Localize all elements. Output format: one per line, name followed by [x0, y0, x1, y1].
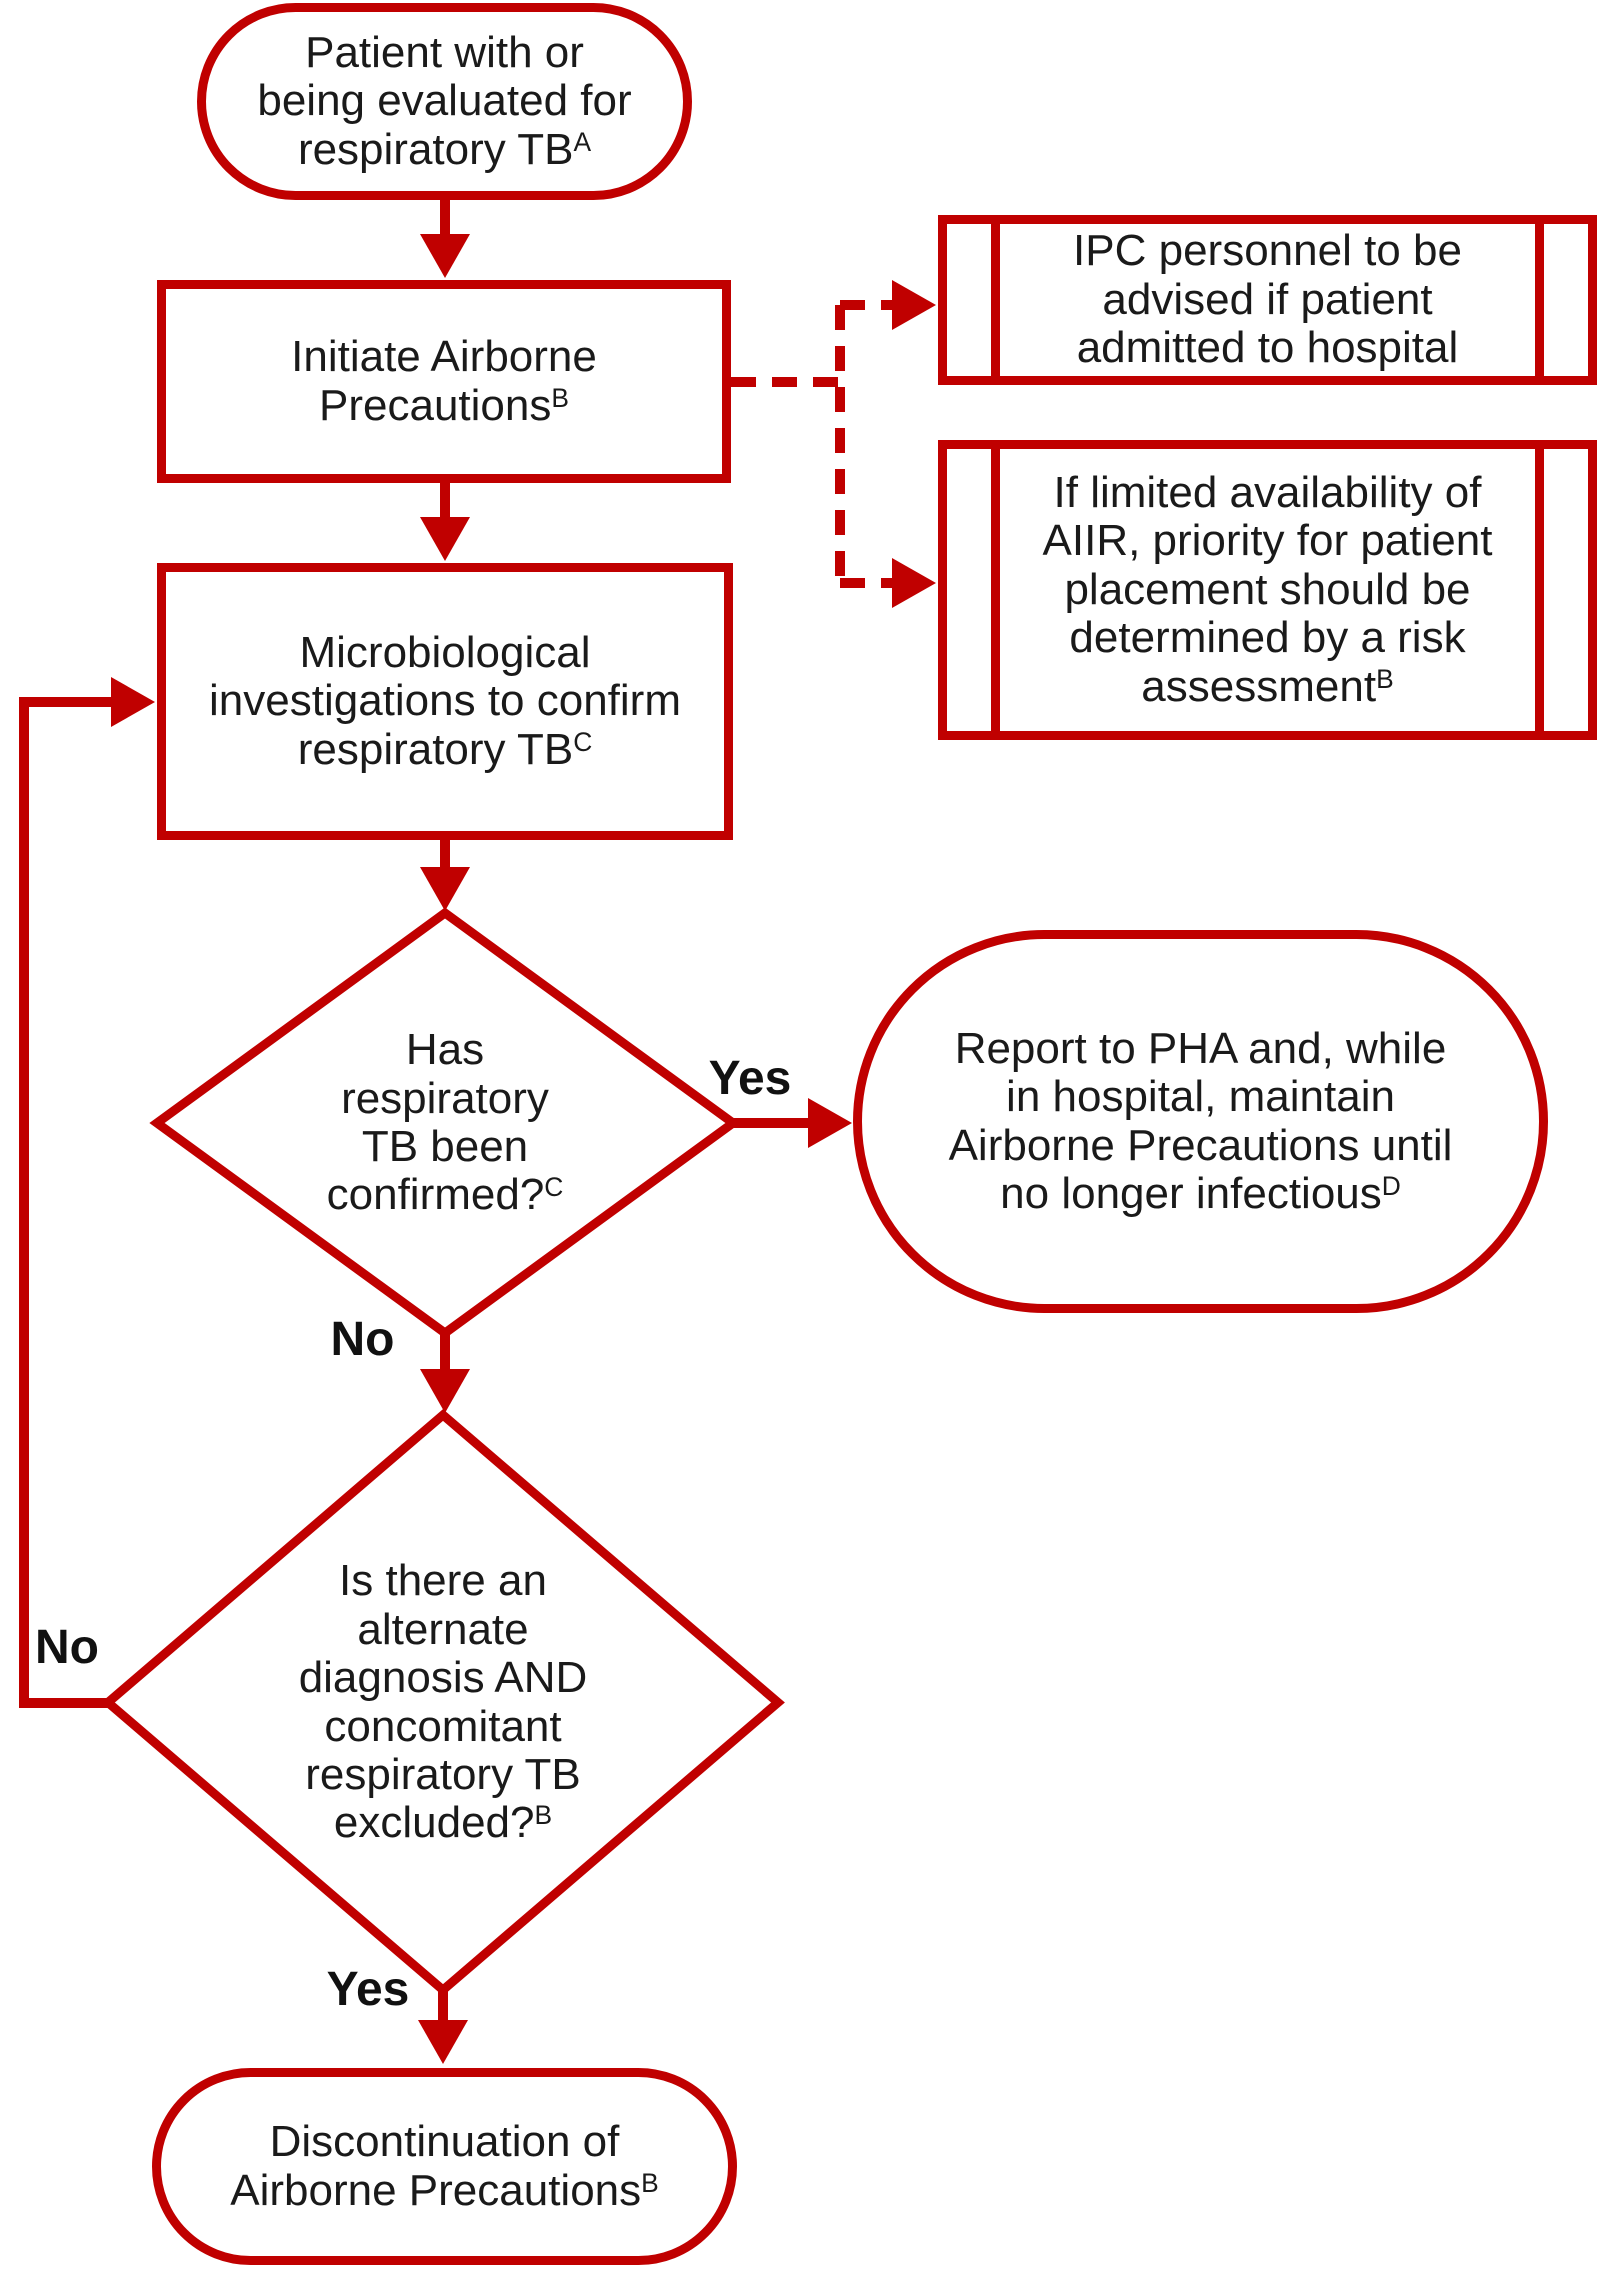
node-text: Patient with or being evaluated for resp… [257, 27, 632, 174]
arrowhead-down-icon [420, 517, 470, 561]
arrowhead-down-icon [420, 867, 470, 911]
node-text: Has respiratory TB been confirmed?C [326, 1025, 564, 1220]
node-initiate-precautions: Initiate Airborne PrecautionsB [157, 280, 731, 483]
node-text: Is there an alternate diagnosis AND conc… [298, 1556, 588, 1848]
node-decision-tb-confirmed: Has respiratory TB been confirmed?C [157, 913, 733, 1333]
edge-label-yes: Yes [708, 1052, 792, 1105]
arrowhead-down-icon [418, 2020, 468, 2064]
diamond-shape [108, 1415, 778, 1990]
node-discontinuation-end: Discontinuation of Airborne PrecautionsB [152, 2068, 737, 2265]
node-text: If limited availability of AIIR, priorit… [1042, 468, 1493, 711]
line-text: Airborne Precautions [230, 2165, 642, 2215]
arrowhead-right-icon [111, 677, 155, 727]
arrowhead-right-icon [892, 280, 936, 330]
edge-label-yes: Yes [326, 1963, 410, 2016]
arrowhead-down-icon [420, 1369, 470, 1413]
line-text: no longer infectious [1000, 1168, 1382, 1218]
node-patient-start: Patient with or being evaluated for resp… [197, 3, 692, 200]
line-text: excluded? [333, 1798, 535, 1848]
node-text: Discontinuation of Airborne PrecautionsB [230, 2117, 659, 2215]
line-text: Precautions [319, 380, 552, 430]
node-microbiological-investigations: Microbiological investigations to confir… [157, 563, 733, 840]
node-aiir-risk-assessment: If limited availability of AIIR, priorit… [938, 440, 1597, 740]
node-text: Report to PHA and, while in hospital, ma… [948, 1023, 1453, 1218]
edge-label-no: No [35, 1621, 99, 1674]
line-text: respiratory TB [297, 124, 574, 174]
edge-decision2-no-feedback [19, 697, 112, 1708]
node-text: Initiate Airborne PrecautionsB [291, 332, 597, 430]
line-text: assessment [1141, 661, 1377, 711]
footnote-ref: B [534, 1800, 553, 1831]
node-text: IPC personnel to be advised if patient a… [1073, 226, 1462, 373]
footnote-ref: C [544, 1172, 564, 1203]
edge-label-no: No [330, 1313, 395, 1366]
footnote-ref: D [1381, 1170, 1401, 1201]
arrowhead-right-icon [808, 1098, 852, 1148]
line-text: confirmed? [326, 1170, 545, 1220]
node-report-pha: Report to PHA and, while in hospital, ma… [853, 930, 1548, 1313]
footnote-ref: B [1376, 663, 1394, 694]
predefined-process-bar [991, 449, 1000, 731]
node-ipc-personnel: IPC personnel to be advised if patient a… [938, 215, 1597, 385]
node-decision-alternate-diagnosis: Is there an alternate diagnosis AND conc… [108, 1415, 778, 1990]
predefined-process-bar [1535, 449, 1544, 731]
footnote-ref: B [551, 382, 569, 413]
predefined-process-bar [991, 224, 1000, 376]
diamond-shape [157, 913, 733, 1333]
footnote-ref: A [573, 126, 592, 157]
node-text: Microbiological investigations to confir… [209, 627, 681, 774]
arrowhead-down-icon [420, 234, 470, 278]
predefined-process-bar [1535, 224, 1544, 376]
line-text: respiratory TB [297, 724, 574, 774]
arrowhead-right-icon [892, 558, 936, 608]
footnote-ref: C [573, 726, 593, 757]
footnote-ref: B [641, 2167, 659, 2198]
